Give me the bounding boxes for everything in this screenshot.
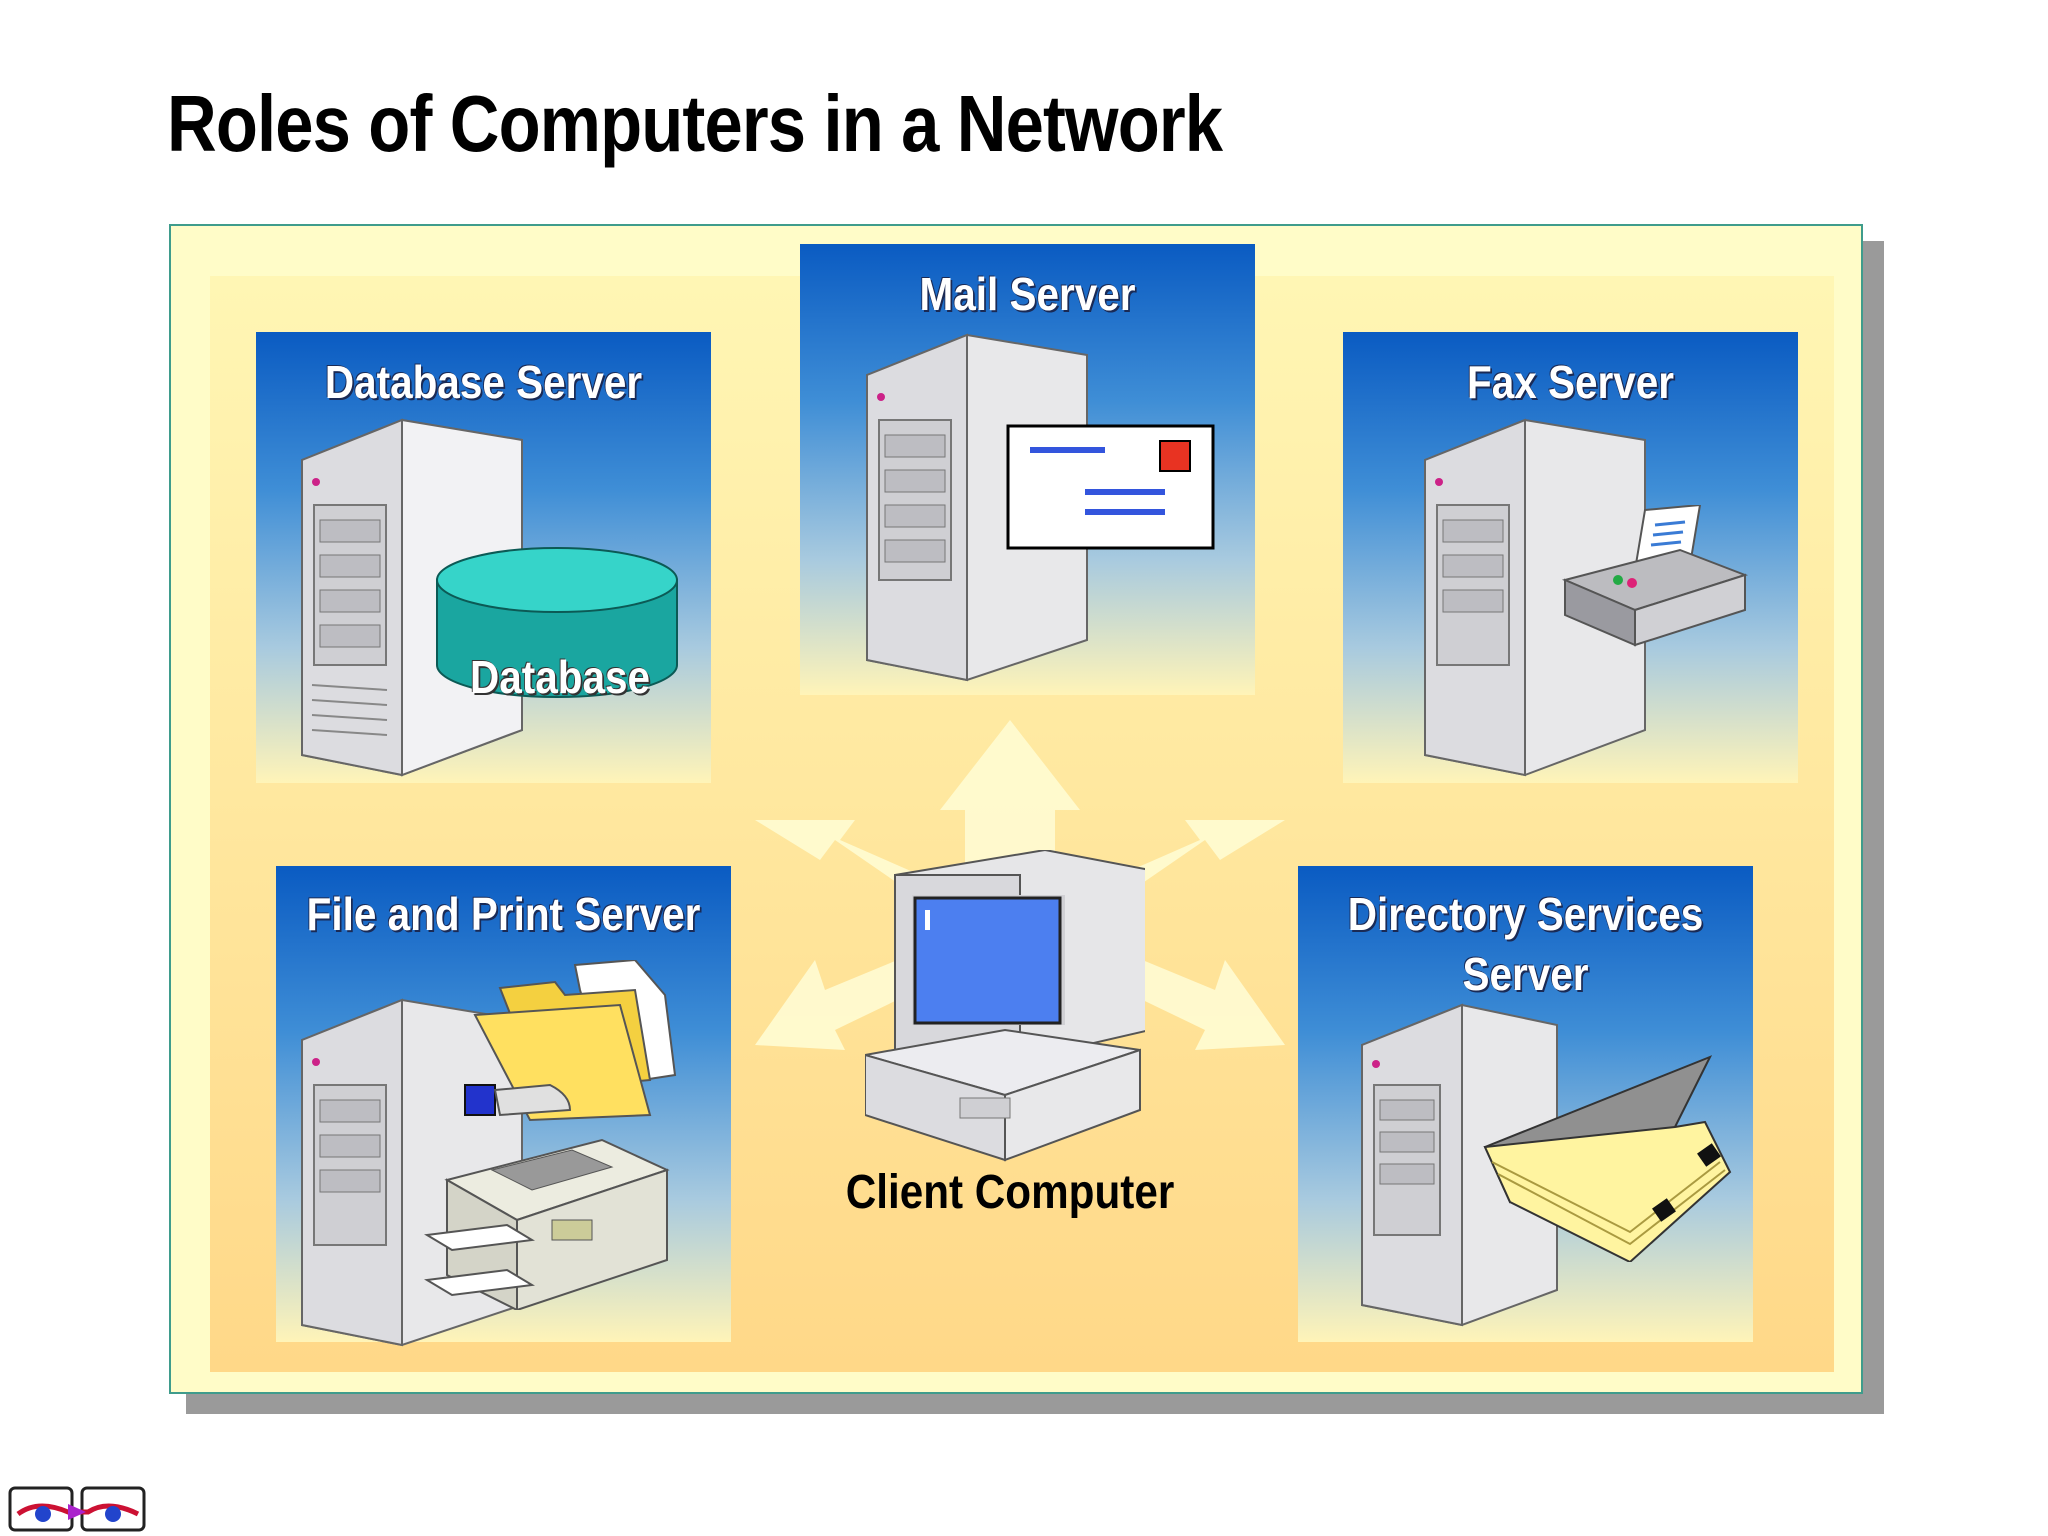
directory-server-title-line2: Server bbox=[1462, 948, 1589, 1000]
page-title: Roles of Computers in a Network bbox=[167, 79, 1223, 168]
client-computer-label: Client Computer bbox=[845, 1166, 1175, 1219]
database-label: Database bbox=[469, 651, 651, 703]
database-server-title: Database Server bbox=[324, 356, 643, 408]
directory-book-icon bbox=[1483, 1055, 1732, 1262]
database-cylinder-icon bbox=[436, 547, 678, 698]
fax-server-title: Fax Server bbox=[1466, 356, 1675, 408]
mail-server-title: Mail Server bbox=[919, 268, 1136, 320]
fax-machine-icon bbox=[1561, 505, 1749, 647]
directory-server-tower-icon bbox=[1361, 1003, 1558, 1327]
mail-server-tower-icon bbox=[866, 333, 1088, 682]
file-print-server-title: File and Print Server bbox=[306, 888, 701, 940]
directory-server-title-line1: Directory Services bbox=[1347, 888, 1704, 940]
client-computer-icon bbox=[865, 850, 1145, 1162]
navigation-logo-icon[interactable] bbox=[8, 1484, 148, 1534]
database-server-tower-icon bbox=[301, 418, 523, 777]
printer-icon bbox=[424, 1138, 670, 1310]
folder-document-icon bbox=[464, 960, 677, 1122]
envelope-icon bbox=[1006, 424, 1215, 550]
fax-server-tower-icon bbox=[1424, 418, 1646, 777]
